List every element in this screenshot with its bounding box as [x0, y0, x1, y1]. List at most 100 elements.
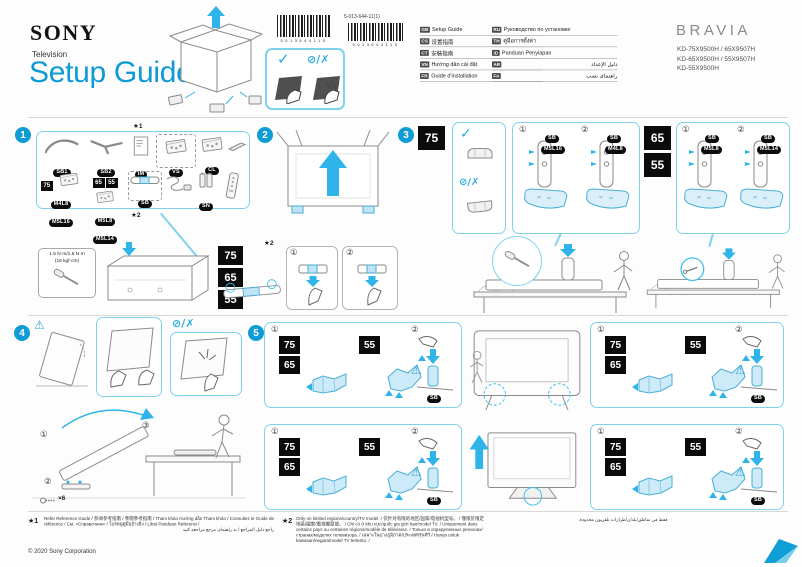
- language-code-badge: FA: [492, 72, 501, 79]
- stand-leg-icon: [86, 135, 126, 155]
- stand-leg-icon: [42, 135, 82, 155]
- part-label: SB2: [97, 169, 115, 177]
- cover-part-label: SB: [751, 497, 766, 505]
- footnote2-marker: ★2: [282, 518, 293, 525]
- stand-assembly-65-55-box: ① SB M5L8 ② SB M5L14: [676, 122, 790, 234]
- clamp-bag-icon: [200, 135, 224, 153]
- cover-attach-panel-b: ① 75 65 55 ② ⚠ SB: [590, 322, 784, 408]
- substep-2-marker: ②: [411, 427, 419, 437]
- size-65-badge: 65: [279, 458, 300, 476]
- part-label: SB: [607, 135, 622, 143]
- size-65-badge: 65: [644, 126, 671, 150]
- cover-piece-icon: [305, 367, 353, 401]
- attach-stand-scene-65-55: [642, 240, 788, 314]
- step-2-badge: 2: [257, 127, 273, 143]
- step-5-badge: 5: [248, 325, 264, 341]
- part-sb-bar: SB: [128, 171, 162, 208]
- size-55-badge: 55: [685, 336, 706, 354]
- footnote2-text: Only on limited regions/country/TV model…: [296, 516, 486, 544]
- cover-attach-panel-c: ① 75 65 55 ② ⚠ SB: [264, 424, 462, 510]
- unboxing-illustration: [163, 6, 268, 114]
- do-not-press-screen-box: [170, 332, 242, 396]
- product-type-label: Television: [32, 50, 68, 59]
- check-icon: ✓: [277, 51, 290, 68]
- part-label: CL: [205, 167, 219, 175]
- correct-carry-box: [96, 317, 162, 397]
- part-stand-leg-2: SB2: [86, 135, 126, 178]
- substep-2-marker: ②: [735, 325, 743, 335]
- model-list: KD-75X9500H / 65X9507H KD-65X9500H / 55X…: [677, 45, 755, 74]
- language-code-badge: TH: [492, 38, 501, 45]
- substep-1-marker: ①: [682, 125, 690, 135]
- sony-swoosh-logo: [762, 537, 800, 565]
- page-title: Setup Guide: [29, 56, 193, 89]
- step-1-badge: 1: [15, 127, 31, 143]
- part-screws-75: 75 M4L8 M5L16: [40, 171, 82, 228]
- warning-icon: ⚠: [411, 363, 422, 377]
- strip-icon: [228, 141, 246, 151]
- copyright-notice: © 2020 Sony Corporation: [28, 549, 96, 555]
- tv-carton-illustration: [100, 240, 215, 310]
- size-75-badge: 75: [40, 181, 53, 191]
- footnote1-marker: ★1: [28, 518, 39, 525]
- size-75-badge: 75: [605, 336, 626, 354]
- press-tab-icon: [296, 260, 330, 306]
- divider: [28, 511, 788, 512]
- size-55-badge: 55: [644, 153, 671, 177]
- size-55-badge: 55: [105, 178, 118, 188]
- screw-label: M5L8: [701, 146, 722, 154]
- handling-warning-box: ✓ ⊘/✗: [265, 48, 345, 110]
- part-strip: [228, 138, 246, 156]
- language-label: 安裝指南: [431, 50, 454, 57]
- screw-label: M4L8: [50, 201, 72, 209]
- screwdriver-icon: [501, 248, 535, 274]
- torque-value-alt: (15 kgf·cm): [54, 258, 80, 264]
- screw-count: ×6: [58, 495, 66, 502]
- part-remote: [218, 171, 246, 206]
- size-65-badge: 65: [279, 356, 300, 374]
- footnote2-marker: ★2: [264, 240, 274, 247]
- screw-label: M5L8: [94, 218, 116, 226]
- cover-part-label: SB: [751, 395, 766, 403]
- substep-1-marker: ①: [271, 325, 279, 335]
- screwdriver-icon: [50, 266, 84, 292]
- cover-piece-icon: [305, 469, 353, 503]
- substep-2-marker: ②: [737, 125, 745, 135]
- substep-1-marker: ①: [597, 427, 605, 437]
- bravia-logo: BRAVIA: [676, 22, 751, 39]
- substep-2-marker: ②: [44, 477, 52, 487]
- cover-piece-icon: [631, 469, 679, 503]
- language-label: Руководство по установке: [503, 26, 571, 33]
- barcode-left: [277, 15, 331, 37]
- substep-1-marker: ①: [597, 325, 605, 335]
- tv-back-illustration: [468, 326, 586, 416]
- torque-value: 1.5 N·m/1.5 N·m: [49, 252, 85, 257]
- part-clamp: CL: [198, 135, 226, 176]
- part-label: SB: [705, 135, 720, 143]
- language-label: Guide d'installation: [431, 72, 478, 79]
- stand-cap-flipped-icon: [464, 197, 496, 216]
- language-code-badge: RU: [492, 26, 502, 33]
- substep-2-marker: ②: [411, 325, 419, 335]
- part-power-cord: [164, 172, 194, 199]
- lift-carton-illustration: [272, 120, 394, 220]
- part-label: SB: [137, 200, 153, 208]
- manual-icon: [132, 135, 150, 157]
- size-65-badge: 65: [218, 268, 243, 287]
- language-code-badge: CT: [420, 49, 429, 56]
- screw-label: M5L14: [92, 236, 118, 244]
- language-code-badge: GB: [420, 26, 430, 33]
- screw-label: M5L16: [541, 146, 566, 154]
- part-batteries: SN: [196, 171, 216, 212]
- power-cord-icon: [164, 172, 194, 194]
- size-55-badge: 55: [359, 438, 380, 456]
- size-75-badge: 75: [218, 246, 243, 265]
- prohibit-cross-icon: ⊘/✗: [307, 53, 330, 66]
- footnote2-rtl: فقط في مناطق/بلدان/طرازات تلفزيون محدودة…: [578, 517, 668, 522]
- stand-assembly-75-box: ① SB M5L16 ② SB M4L8: [512, 122, 640, 234]
